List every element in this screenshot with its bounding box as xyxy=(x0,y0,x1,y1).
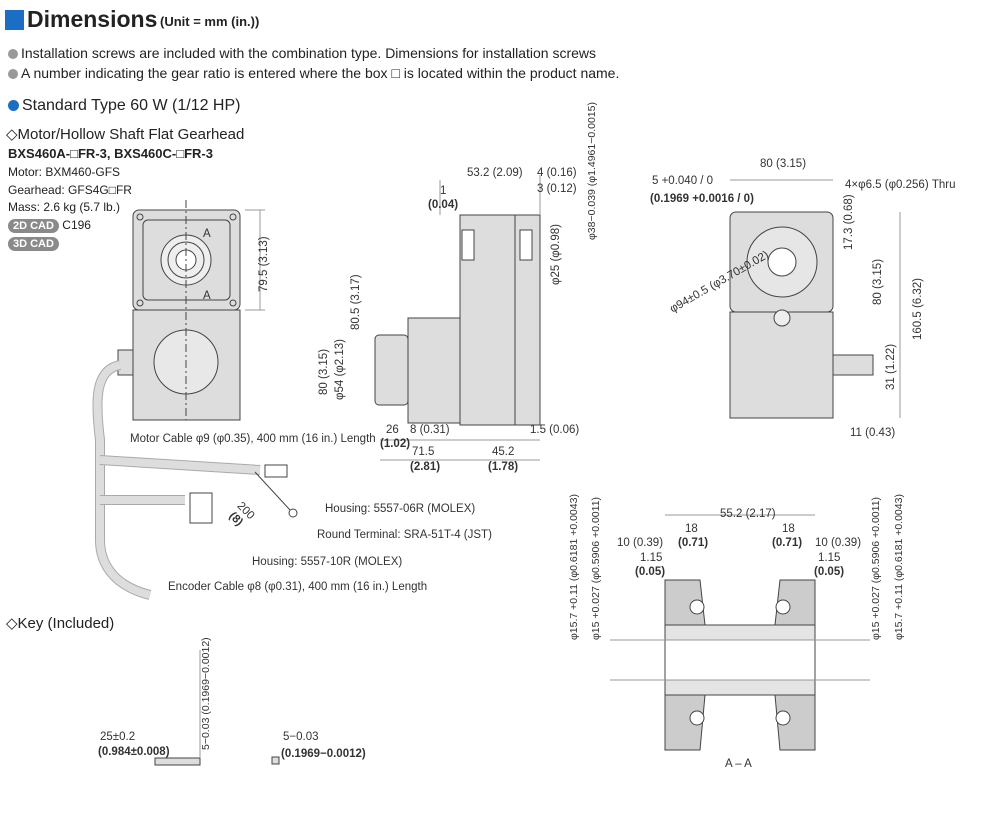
side-dim-80: 80 (3.15) xyxy=(318,348,330,395)
side-dim-1-in: (0.04) xyxy=(428,199,459,211)
note-2: A number indicating the gear ratio is en… xyxy=(8,65,619,81)
housing-06r-label: Housing: 5557-06R (MOLEX) xyxy=(325,503,476,515)
cad-2d-row: 2D CAD C196 xyxy=(8,218,91,233)
key-length-dim: 25±0.2 xyxy=(100,731,136,743)
page-title: Dimensions xyxy=(27,6,158,32)
side-dim-45-2: 45.2 xyxy=(492,446,515,458)
unit-label: (Unit = mm (in.)) xyxy=(160,14,260,29)
cad-3d-row: 3D CAD xyxy=(8,236,59,251)
aa-dim-18-left-in: (0.71) xyxy=(678,537,709,549)
side-dim-4: 4 (0.16) xyxy=(537,167,577,179)
side-dim-phi38: φ38−0.039 (φ1.4961−0.0015) xyxy=(586,102,598,240)
aa-dim-18-left: 18 xyxy=(685,523,698,535)
side-dim-53: 53.2 (2.09) xyxy=(467,167,523,179)
right-dim-holes: 4×φ6.5 (φ0.256) Thru xyxy=(845,179,956,191)
right-view-drawing xyxy=(729,179,901,419)
section-aa-drawing xyxy=(610,514,870,751)
aa-dim-1-15-right-in: (0.05) xyxy=(814,566,845,578)
front-height-dim: 79.5 (3.13) xyxy=(258,236,270,292)
bullet-icon xyxy=(8,69,18,79)
note-text: A number indicating the gear ratio is en… xyxy=(21,65,620,81)
section-title-text: Standard Type 60 W (1/12 HP) xyxy=(22,97,241,114)
key-width-dim-in: (0.1969−0.0012) xyxy=(281,748,366,760)
side-dim-26-in: (1.02) xyxy=(380,438,411,450)
gearhead-label: Gearhead: GFS4G□FR xyxy=(8,183,132,197)
aa-dim-phi15-right: φ15 +0.027 (φ0.5906 +0.0011) xyxy=(870,496,882,640)
right-dim-11: 11 (0.43) xyxy=(850,427,896,439)
cad-2d-button[interactable]: 2D CAD xyxy=(8,219,59,233)
housing-10r-label: Housing: 5557-10R (MOLEX) xyxy=(252,556,403,568)
front-view-drawing xyxy=(92,200,298,600)
model-names: BXS460A-□FR-3, BXS460C-□FR-3 xyxy=(8,146,213,161)
aa-dim-18-right-in: (0.71) xyxy=(772,537,803,549)
section-aa-label: A – A xyxy=(725,758,752,770)
mass-label: Mass: 2.6 kg (5.7 lb.) xyxy=(8,200,121,214)
key-height-dim: 5−0.03 (0.1969−0.0012) xyxy=(200,637,212,750)
side-view-drawing xyxy=(374,175,541,461)
aa-dim-phi15-left: φ15 +0.027 (φ0.5906 +0.0011) xyxy=(590,496,602,640)
side-dim-26: 26 xyxy=(386,424,399,436)
motor-label: Motor: BXM460-GFS xyxy=(8,165,121,179)
round-terminal-label: Round Terminal: SRA-51T-4 (JST) xyxy=(317,529,492,541)
section-title: Standard Type 60 W (1/12 HP) xyxy=(8,97,240,115)
right-dim-80-width: 80 (3.15) xyxy=(760,158,807,170)
right-dim-key-width: 5 +0.040 / 0 xyxy=(652,175,714,187)
aa-dim-1-15-left-in: (0.05) xyxy=(635,566,666,578)
side-dim-45-2-in: (1.78) xyxy=(488,461,519,473)
right-dim-key-width-in: (0.1969 +0.0016 / 0) xyxy=(650,193,754,205)
section-mark-a: A xyxy=(203,290,211,302)
cad-code: C196 xyxy=(62,218,91,232)
title-marker xyxy=(5,10,24,30)
aa-dim-phi15-7-left: φ15.7 +0.11 (φ0.6181 +0.0043) xyxy=(568,494,580,640)
key-drawing xyxy=(154,650,280,766)
right-dim-17-3: 17.3 (0.68) xyxy=(843,194,855,250)
note-1: Installation screws are included with th… xyxy=(8,45,596,61)
side-dim-71-5-in: (2.81) xyxy=(410,461,441,473)
note-text: Installation screws are included with th… xyxy=(21,45,597,61)
aa-dim-10-right: 10 (0.39) xyxy=(815,537,862,549)
aa-dim-10-left: 10 (0.39) xyxy=(617,537,664,549)
aa-dim-55-2: 55.2 (2.17) xyxy=(720,508,776,520)
right-dim-80-height: 80 (3.15) xyxy=(872,258,884,305)
encoder-cable-label: Encoder Cable φ8 (φ0.31), 400 mm (16 in.… xyxy=(168,581,428,593)
cad-3d-button[interactable]: 3D CAD xyxy=(8,237,59,251)
side-dim-1: 1 xyxy=(440,185,447,197)
side-dim-71-5: 71.5 xyxy=(412,446,435,458)
aa-dim-1-15-left: 1.15 xyxy=(640,552,663,564)
motor-cable-label: Motor Cable φ9 (φ0.35), 400 mm (16 in.) … xyxy=(130,433,376,445)
side-dim-8: 8 (0.31) xyxy=(410,424,450,436)
key-length-dim-in: (0.984±0.008) xyxy=(98,746,170,758)
key-title: ◇Key (Included) xyxy=(6,615,115,632)
aa-dim-phi15-7-right: φ15.7 +0.11 (φ0.6181 +0.0043) xyxy=(893,494,905,640)
bullet-icon xyxy=(8,100,19,111)
aa-dim-1-15-right: 1.15 xyxy=(818,552,841,564)
key-width-dim: 5−0.03 xyxy=(283,731,319,743)
side-dim-80-5: 80.5 (3.17) xyxy=(350,274,362,330)
aa-dim-18-right: 18 xyxy=(782,523,795,535)
right-dim-160-5: 160.5 (6.32) xyxy=(912,277,924,340)
right-dim-31: 31 (1.22) xyxy=(885,343,897,390)
side-dim-phi25: φ25 (φ0.98) xyxy=(550,224,562,285)
section-mark-a: A xyxy=(203,228,211,240)
side-dim-phi54: φ54 (φ2.13) xyxy=(334,339,346,400)
subsection-title: ◇Motor/Hollow Shaft Flat Gearhead xyxy=(6,126,245,143)
side-dim-1-5: 1.5 (0.06) xyxy=(530,424,580,436)
bullet-icon xyxy=(8,49,18,59)
side-dim-3: 3 (0.12) xyxy=(537,183,577,195)
